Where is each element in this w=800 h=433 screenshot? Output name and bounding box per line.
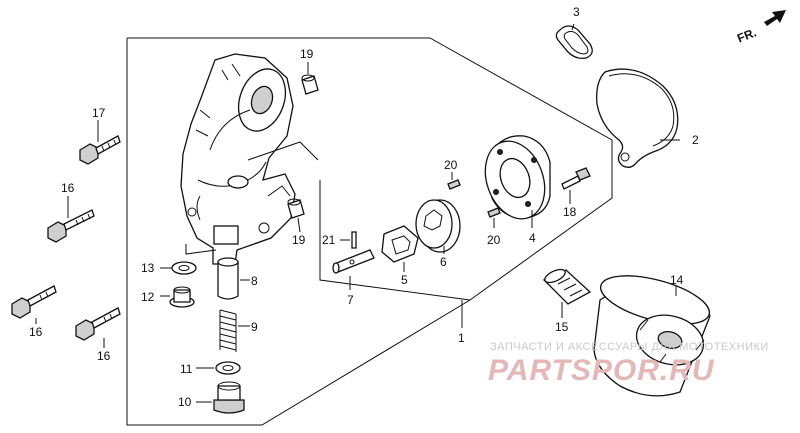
part-9-spring [219,309,237,352]
part-2-gasket [596,68,679,168]
part-16-bolt-c [75,307,121,341]
part-3-o-ring [555,25,593,60]
callout-16-lower-left: 16 [29,325,43,339]
part-16-bolt-b [11,285,57,319]
part-18-screw [561,167,591,190]
part-17-bolt [79,135,121,165]
callout-4: 4 [529,231,536,245]
guide-line-center [319,180,471,301]
part-15-filter-bolt [542,268,592,305]
assembly-frame [126,37,613,426]
callout-14: 14 [670,273,684,287]
watermark-logo: PARTSPOR.RU [488,354,715,387]
direction-indicator: FR. [735,10,786,46]
part-19-dowel-lower [287,198,305,219]
part-20-pin-lower [487,207,501,218]
direction-arrow-icon [764,10,786,26]
part-11-washer [215,361,241,375]
callout-10: 10 [178,395,192,409]
part-5-inner-rotor [381,225,419,263]
part-19-dowel-upper [301,74,319,95]
callout-12: 12 [141,290,155,304]
callout-3: 3 [573,5,580,19]
part-10-plug [213,381,245,414]
part-21-pin [351,231,357,249]
callout-7: 7 [347,293,354,307]
part-12-plug [169,286,195,308]
callout-2: 2 [692,133,699,147]
part-4-pump-cover [484,135,551,220]
callout-15: 15 [555,320,569,334]
callout-17: 17 [92,106,106,120]
watermark-caption: ЗАПЧАСТИ И АКСЕССУАРЫ ДЛЯ МОТОТЕХНИКИ [490,341,769,353]
callout-20-lower: 20 [487,233,501,247]
part-13-washer [171,261,197,275]
callout-8: 8 [251,274,258,288]
part-20-pin-upper [447,179,461,190]
part-8-piston [217,257,239,300]
callout-13: 13 [141,261,155,275]
guide-line-lower [185,244,217,255]
part-6-outer-rotor [415,199,461,253]
callout-16-upper: 16 [61,181,75,195]
callout-21: 21 [322,233,336,247]
callout-19-upper: 19 [300,47,314,61]
callout-20-upper: 20 [444,158,458,172]
callout-9: 9 [251,320,258,334]
part-7-shaft [332,249,375,274]
callout-18: 18 [563,205,577,219]
callout-11: 11 [180,362,193,376]
pump-body [180,53,296,265]
part-16-bolt-a [47,209,95,243]
guide-line-upper [247,141,319,161]
callout-6: 6 [440,255,447,269]
part-14-oil-filter [593,275,711,397]
callout-16-lower-right: 16 [97,349,111,363]
callout-1: 1 [458,331,465,345]
direction-label: FR. [735,25,758,45]
callout-19-lower: 19 [292,233,306,247]
callout-5: 5 [401,273,408,287]
